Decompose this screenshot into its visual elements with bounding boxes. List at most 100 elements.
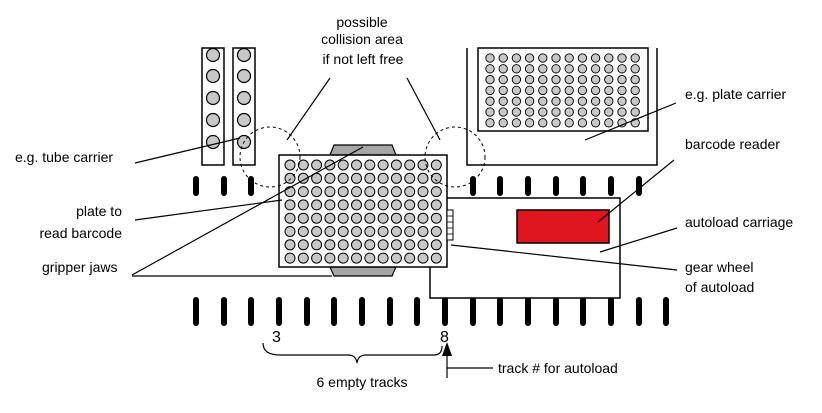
well xyxy=(311,252,323,264)
tubes xyxy=(205,47,252,150)
tube xyxy=(205,134,221,150)
well xyxy=(417,159,429,171)
track-slot xyxy=(553,297,559,326)
well xyxy=(364,199,376,211)
tube-carriers xyxy=(201,47,256,166)
track-slot xyxy=(304,297,310,326)
well xyxy=(377,239,389,251)
carrier-well xyxy=(630,85,640,96)
well xyxy=(297,212,309,224)
carrier-well xyxy=(590,107,601,117)
plate-wells xyxy=(284,159,442,264)
well xyxy=(377,159,389,171)
carrier-well xyxy=(590,85,601,96)
well xyxy=(417,239,429,251)
carrier-well xyxy=(564,74,574,85)
well xyxy=(337,226,349,237)
well xyxy=(417,172,429,184)
tube xyxy=(205,47,221,63)
well xyxy=(337,159,349,171)
carrier-well xyxy=(498,85,508,96)
track-slot xyxy=(470,297,476,326)
carrier-well xyxy=(538,118,548,128)
well xyxy=(324,172,336,184)
well xyxy=(430,172,442,184)
carrier-well xyxy=(590,96,601,106)
well xyxy=(284,226,296,237)
track-slot xyxy=(663,297,669,326)
tube xyxy=(205,112,221,128)
track-slot xyxy=(525,297,531,326)
carrier-well xyxy=(485,85,495,96)
well xyxy=(337,252,349,264)
carrier-well xyxy=(617,85,627,96)
carrier-well xyxy=(538,74,548,85)
carrier-well xyxy=(511,118,522,128)
well xyxy=(404,212,416,224)
carrier-well xyxy=(485,118,495,128)
well xyxy=(430,212,442,224)
well xyxy=(284,199,296,211)
well xyxy=(364,159,376,171)
well xyxy=(324,252,336,264)
collision-label-line2: collision area xyxy=(321,31,403,47)
well xyxy=(284,239,296,251)
carrier-well xyxy=(485,74,495,85)
well xyxy=(324,186,336,198)
well xyxy=(297,239,309,251)
well xyxy=(297,186,309,198)
carrier-well xyxy=(577,53,588,63)
gear-wheel-label: gear wheel xyxy=(685,259,754,275)
well xyxy=(337,172,349,184)
well xyxy=(297,159,309,171)
carrier-well xyxy=(498,96,508,106)
track-slot xyxy=(414,297,420,326)
collision-area-right xyxy=(424,126,486,188)
autoload-carriage-label: autoload carriage xyxy=(685,214,793,230)
carrier-well xyxy=(498,118,508,128)
tube xyxy=(236,112,252,128)
carrier-well xyxy=(524,64,535,74)
well xyxy=(337,199,349,211)
carrier-well xyxy=(604,53,614,63)
well xyxy=(404,159,416,171)
carrier-well xyxy=(524,85,535,96)
well xyxy=(351,199,362,211)
well xyxy=(404,186,416,198)
track-slot xyxy=(442,297,448,326)
carrier-well xyxy=(551,96,561,106)
read-barcode-label: read barcode xyxy=(39,225,122,241)
carrier-well xyxy=(604,74,614,85)
carrier-well xyxy=(538,64,548,74)
carrier-well xyxy=(577,74,588,85)
plate-carrier xyxy=(466,47,658,166)
well xyxy=(284,212,296,224)
well xyxy=(364,212,376,224)
well xyxy=(364,239,376,251)
carrier-well xyxy=(564,96,574,106)
plate-carrier-wells xyxy=(485,53,640,128)
track-slot xyxy=(497,297,503,326)
barcode-reader-label: barcode reader xyxy=(685,136,780,152)
carrier-well xyxy=(485,64,495,74)
carrier-well xyxy=(604,118,614,128)
carrier-well xyxy=(577,85,588,96)
well xyxy=(417,252,429,264)
carrier-well xyxy=(551,107,561,117)
gripper-jaw-top xyxy=(329,144,397,156)
carrier-well xyxy=(617,74,627,85)
carrier-well xyxy=(511,74,522,85)
carrier-well xyxy=(485,96,495,106)
carrier-well xyxy=(551,118,561,128)
collision-area-left xyxy=(239,126,301,188)
well xyxy=(284,252,296,264)
track-slot xyxy=(248,297,254,326)
carrier-well xyxy=(538,85,548,96)
carrier-well xyxy=(564,85,574,96)
well xyxy=(364,252,376,264)
well xyxy=(430,186,442,198)
well xyxy=(284,159,296,171)
track-slot xyxy=(193,176,199,196)
carrier-well xyxy=(577,107,588,117)
